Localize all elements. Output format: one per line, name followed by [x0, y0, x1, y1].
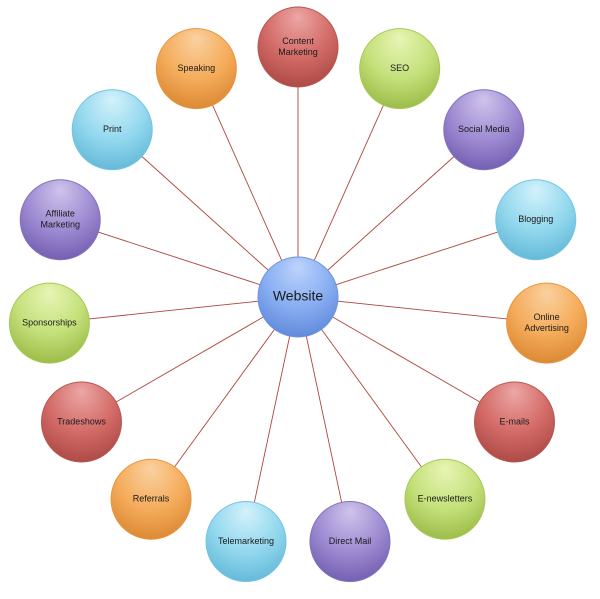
node-label-seo: SEO — [390, 63, 409, 73]
node-circle-telemarketing — [205, 501, 287, 583]
node-label-direct-mail: Direct Mail — [329, 536, 372, 546]
node-label-content-marketing: Content — [282, 36, 314, 46]
node-referrals: Referrals — [110, 458, 192, 540]
node-telemarketing: Telemarketing — [205, 501, 287, 583]
node-label-online-advertising: Advertising — [524, 323, 569, 333]
node-direct-mail: Direct Mail — [309, 501, 391, 583]
node-sponsorships: Sponsorships — [8, 282, 90, 364]
node-circle-speaking — [155, 28, 237, 110]
hub-circle — [257, 256, 339, 338]
node-label-content-marketing: Marketing — [278, 47, 318, 57]
node-circle-online-advertising — [506, 282, 588, 364]
node-circle-blogging — [495, 179, 577, 261]
node-label-online-advertising: Online — [534, 312, 560, 322]
node-circle-tradeshows — [40, 381, 122, 463]
hub-label: Website — [273, 288, 324, 304]
node-circle-seo — [359, 28, 441, 110]
node-label-telemarketing: Telemarketing — [218, 536, 274, 546]
node-e-mails: E-mails — [474, 381, 556, 463]
spoke-affiliate-marketing — [98, 231, 261, 286]
node-circle-e-mails — [474, 381, 556, 463]
spoke-social-media — [327, 156, 455, 271]
spoke-direct-mail — [305, 336, 343, 503]
spoke-telemarketing — [253, 336, 291, 503]
node-label-referrals: Referrals — [133, 494, 170, 504]
node-circle-print — [71, 89, 153, 171]
spoke-lines — [89, 87, 507, 503]
node-seo: SEO — [359, 28, 441, 110]
node-label-affiliate-marketing: Affiliate — [46, 209, 75, 219]
node-circle-e-newsletters — [404, 458, 486, 540]
spoke-online-advertising — [337, 300, 507, 320]
hub-node: Website — [257, 256, 339, 338]
spoke-sponsorships — [89, 300, 259, 320]
node-blogging: Blogging — [495, 179, 577, 261]
node-label-social-media: Social Media — [458, 124, 510, 134]
spoke-tradeshows — [115, 316, 264, 403]
node-circle-sponsorships — [8, 282, 90, 364]
spoke-print — [141, 156, 269, 271]
node-circle-referrals — [110, 458, 192, 540]
node-label-tradeshows: Tradeshows — [57, 416, 106, 426]
spoke-referrals — [174, 329, 275, 468]
node-label-print: Print — [103, 124, 122, 134]
spoke-blogging — [335, 231, 498, 286]
node-circle-affiliate-marketing — [19, 179, 101, 261]
node-label-speaking: Speaking — [178, 63, 216, 73]
spoke-speaking — [212, 104, 283, 261]
node-circle-content-marketing — [257, 6, 339, 88]
node-label-e-mails: E-mails — [499, 416, 530, 426]
spoke-seo — [313, 104, 384, 261]
node-speaking: Speaking — [155, 28, 237, 110]
node-label-blogging: Blogging — [518, 214, 553, 224]
node-circle-social-media — [443, 89, 525, 171]
node-social-media: Social Media — [443, 89, 525, 171]
spoke-e-mails — [332, 316, 481, 403]
node-label-sponsorships: Sponsorships — [22, 318, 77, 328]
spoke-e-newsletters — [321, 329, 422, 468]
node-print: Print — [71, 89, 153, 171]
node-e-newsletters: E-newsletters — [404, 458, 486, 540]
node-label-affiliate-marketing: Marketing — [40, 220, 80, 230]
node-circle-direct-mail — [309, 501, 391, 583]
node-tradeshows: Tradeshows — [40, 381, 122, 463]
node-label-e-newsletters: E-newsletters — [418, 494, 473, 504]
